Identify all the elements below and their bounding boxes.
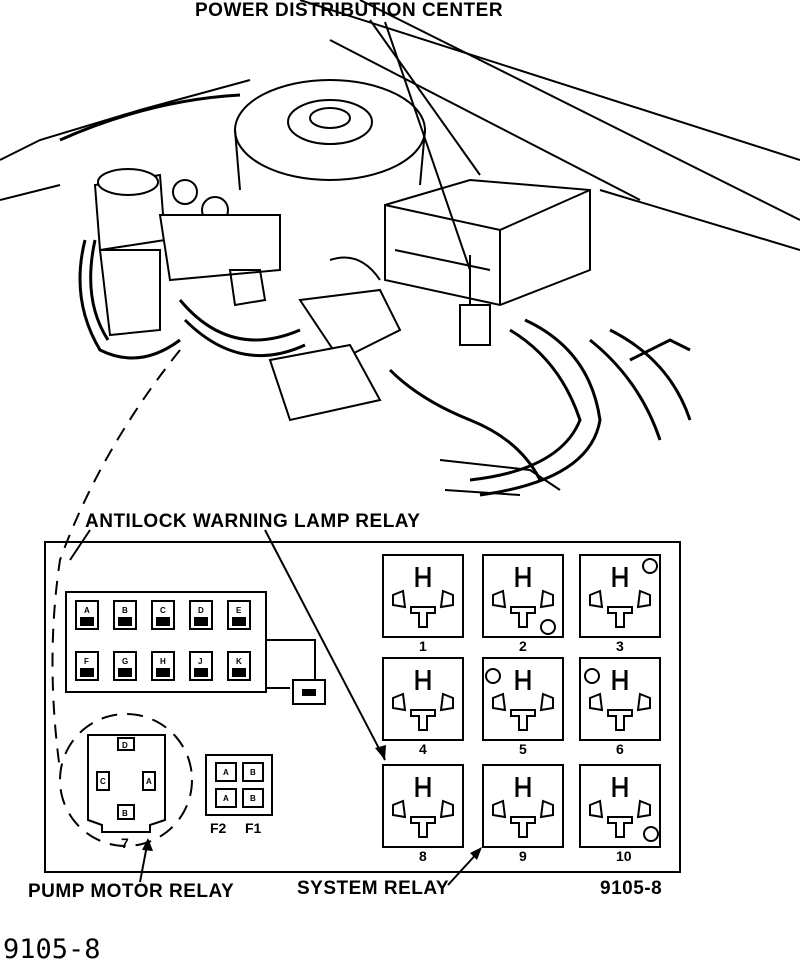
relay-grid: 1 2 3 4 5 6 8 9 10 xyxy=(382,554,661,864)
fuse-label: A xyxy=(84,606,90,615)
relay-position-2: 2 xyxy=(482,554,564,654)
fuse-b: B xyxy=(113,600,137,630)
fuse-label: H xyxy=(160,657,166,666)
antilock-warning-lamp-relay-label: ANTILOCK WARNING LAMP RELAY xyxy=(85,511,420,532)
fuse-label: J xyxy=(198,657,202,666)
relay-number-10: 10 xyxy=(616,848,632,864)
fuse-e: E xyxy=(227,600,251,630)
maxi-fuse-block: A B C D E F G H J K xyxy=(65,591,326,705)
relay-number-8: 8 xyxy=(419,848,427,864)
svg-text:B: B xyxy=(250,768,256,777)
pump-motor-relay-label: PUMP MOTOR RELAY xyxy=(28,881,234,902)
svg-text:A: A xyxy=(223,768,229,777)
relay-marker-circle xyxy=(540,619,556,635)
relay-marker-circle xyxy=(584,668,600,684)
relay-number-3: 3 xyxy=(616,638,624,654)
relay-marker-circle xyxy=(643,826,659,842)
relay-marker-circle xyxy=(642,558,658,574)
system-relay-label: SYSTEM RELAY xyxy=(297,878,449,899)
relay-number-2: 2 xyxy=(519,638,527,654)
pdc-inset-panel xyxy=(44,541,681,873)
relay-position-5: 5 xyxy=(482,657,564,757)
fuse-j: J xyxy=(189,651,213,681)
relay-number-9: 9 xyxy=(519,848,527,864)
fuse-label: D xyxy=(198,606,204,615)
relay-number-4: 4 xyxy=(419,741,427,757)
fuse-label: B xyxy=(122,606,128,615)
relay-number-1: 1 xyxy=(419,638,427,654)
relay-position-10: 10 xyxy=(579,764,661,864)
fuse-a: A xyxy=(75,600,99,630)
small-fuse-block: A B A B F2 F1 xyxy=(205,754,273,836)
fuse-h: H xyxy=(151,651,175,681)
fuse-k: K xyxy=(227,651,251,681)
fuse-f: F xyxy=(75,651,99,681)
relay-position-6: 6 xyxy=(579,657,661,757)
relay-position-9: 9 xyxy=(482,764,564,864)
svg-text:A: A xyxy=(146,777,152,786)
inset-figure-code: 9105-8 xyxy=(600,878,662,899)
fuse-label: E xyxy=(236,606,242,615)
fuse-f2-label: F2 xyxy=(210,820,227,836)
svg-text:B: B xyxy=(250,794,256,803)
relay-number-5: 5 xyxy=(519,741,527,757)
power-distribution-center-label: POWER DISTRIBUTION CENTER xyxy=(195,0,503,21)
svg-text:B: B xyxy=(122,809,128,818)
fuse-label: F xyxy=(84,657,89,666)
svg-text:C: C xyxy=(100,777,106,786)
page-figure-code: 9105-8 xyxy=(3,934,101,965)
fuse-g: G xyxy=(113,651,137,681)
engine-compartment-illustration xyxy=(0,0,800,497)
relay-marker-circle xyxy=(485,668,501,684)
relay-number-6: 6 xyxy=(616,741,624,757)
fuse-label: C xyxy=(160,606,166,615)
fuse-d: D xyxy=(189,600,213,630)
pump-motor-relay: D C A B 7 xyxy=(59,713,193,851)
relay-position-8: 8 xyxy=(382,764,464,864)
fuse-label: G xyxy=(122,657,128,666)
relay-position-1: 1 xyxy=(382,554,464,654)
fuse-c: C xyxy=(151,600,175,630)
svg-text:D: D xyxy=(122,741,128,750)
fuse-label: K xyxy=(236,657,242,666)
relay-position-4: 4 xyxy=(382,657,464,757)
relay-position-3: 3 xyxy=(579,554,661,654)
fuse-f1-label: F1 xyxy=(245,820,262,836)
relay-number-7: 7 xyxy=(121,835,129,851)
svg-text:A: A xyxy=(223,794,229,803)
